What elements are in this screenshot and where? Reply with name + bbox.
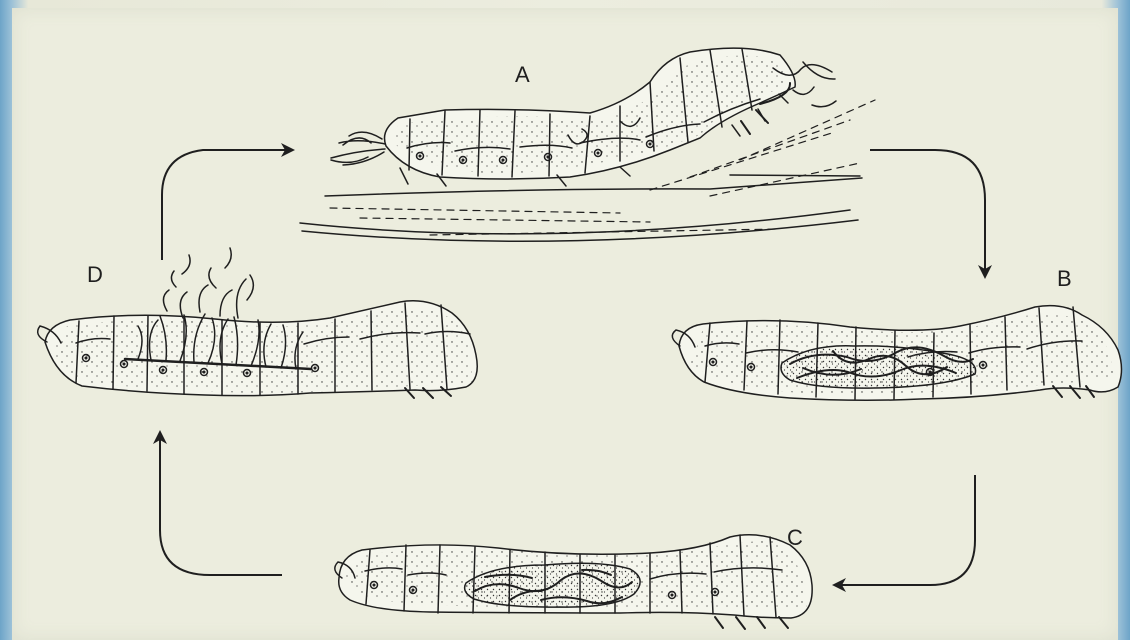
caterpillar-d-icon [38, 248, 478, 398]
stage-label-a: A [515, 62, 530, 87]
stage-label-d: D [87, 262, 103, 287]
caterpillar-b-icon [672, 306, 1121, 401]
stage-b-illustration [672, 306, 1121, 401]
stage-d-illustration [38, 248, 478, 398]
stage-c-illustration [335, 535, 812, 629]
arrow-a-to-b [870, 150, 985, 276]
arrow-d-to-a [162, 150, 292, 260]
caterpillar-c-icon [335, 535, 812, 629]
arrow-b-to-c [835, 475, 975, 585]
stage-label-b: B [1057, 266, 1072, 291]
stage-a-illustration [300, 48, 875, 241]
arrow-c-to-d [160, 433, 282, 575]
caterpillar-a-icon [331, 48, 836, 186]
